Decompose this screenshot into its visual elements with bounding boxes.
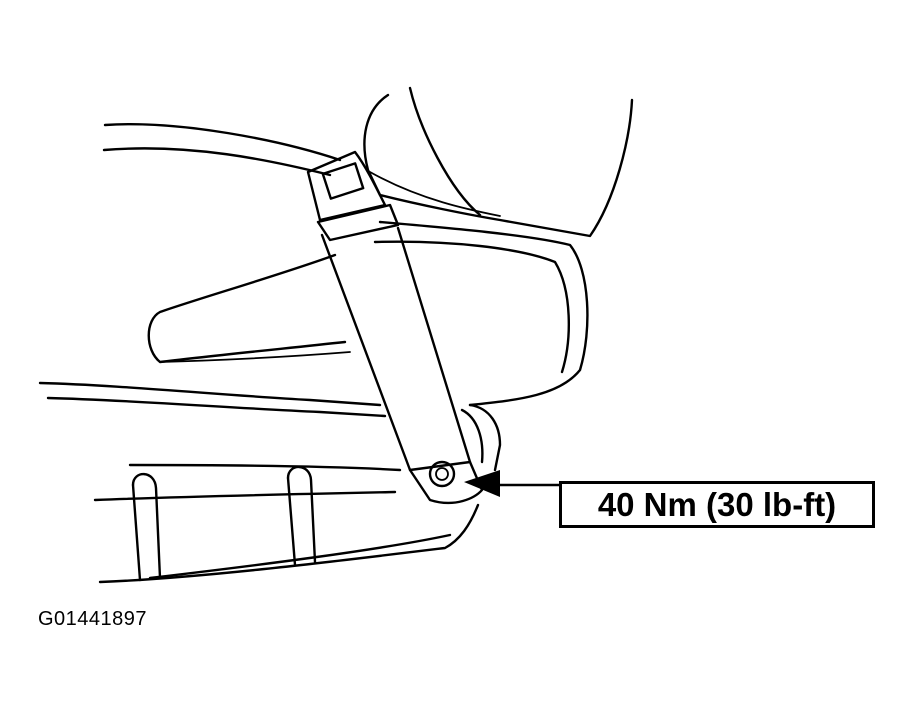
torque-spec-label: 40 Nm (30 lb-ft) xyxy=(559,481,875,528)
callout-arrow xyxy=(464,470,561,497)
seat-cushion xyxy=(38,123,589,418)
seat-back xyxy=(363,86,634,238)
buckle-strap xyxy=(306,150,484,505)
anchor-bolt xyxy=(428,460,456,488)
seat-frame xyxy=(93,403,502,584)
figure-id: G01441897 xyxy=(38,608,148,630)
